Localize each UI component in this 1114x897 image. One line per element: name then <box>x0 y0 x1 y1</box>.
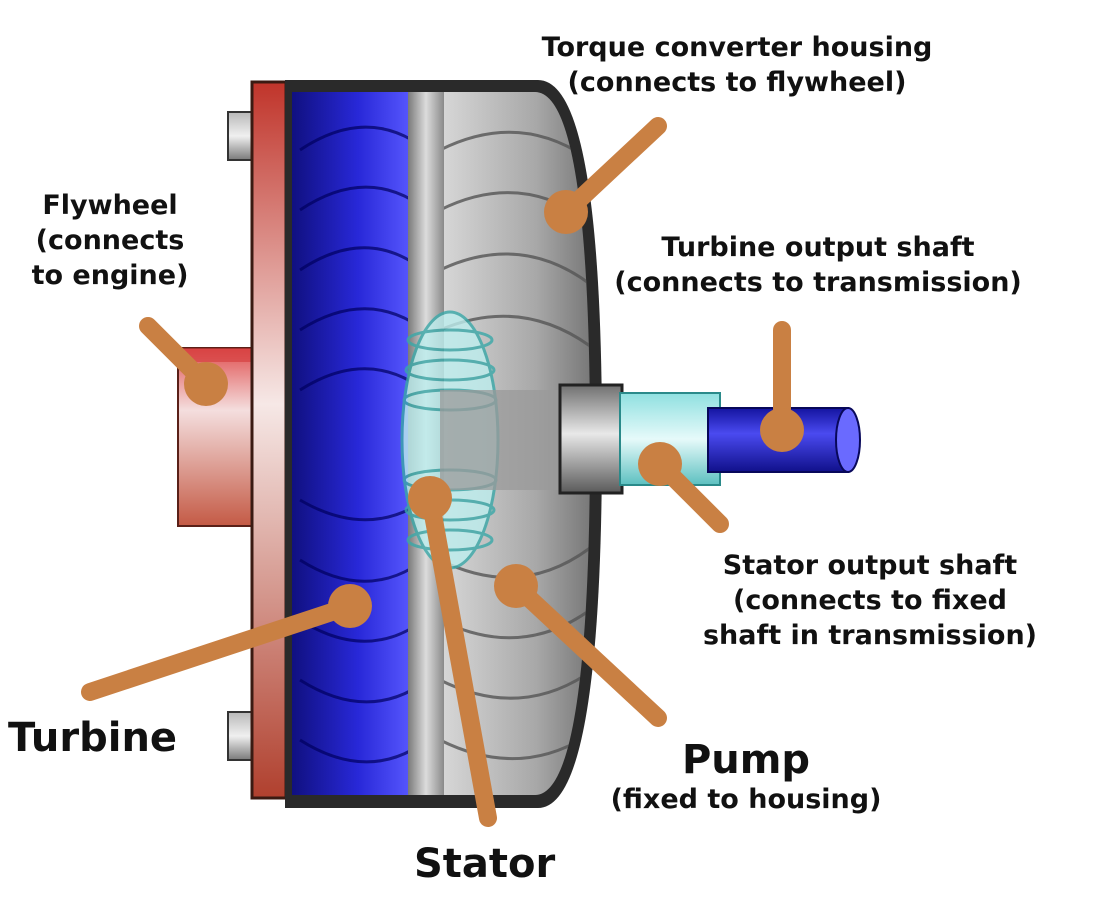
label-housing-line1: Torque converter housing <box>541 32 933 63</box>
flywheel-plate <box>250 80 288 800</box>
leader-dots <box>184 190 804 628</box>
label-turbine-shaft-line1: Turbine output shaft <box>661 232 975 263</box>
label-stator-shaft-line1: Stator output shaft <box>722 550 1018 581</box>
label-flywheel-line3: to engine) <box>31 260 189 292</box>
label-turbine-output-shaft: Turbine output shaft (connects to transm… <box>578 230 1058 300</box>
label-flywheel-line1: Flywheel <box>42 190 178 221</box>
leader-turbine <box>81 597 359 701</box>
leader-stator <box>421 489 497 827</box>
label-pump-name: Pump <box>681 737 811 783</box>
label-turbine-name: Turbine <box>8 715 178 761</box>
label-housing-line2: (connects to flywheel) <box>567 67 907 99</box>
turbine-half <box>292 92 412 795</box>
label-flywheel-line2: (connects <box>35 225 185 257</box>
shaft-collar <box>558 383 624 495</box>
label-turbine-shaft-line2: (connects to transmission) <box>614 267 1022 299</box>
label-stator-name: Stator <box>414 841 556 887</box>
label-stator-shaft-line3: shaft in transmission) <box>702 620 1038 652</box>
label-turbine: Turbine <box>8 716 177 760</box>
label-flywheel: Flywheel (connects to engine) <box>14 188 206 293</box>
label-torque-converter-housing: Torque converter housing (connects to fl… <box>512 30 962 100</box>
label-stator: Stator <box>414 842 555 886</box>
label-stator-output-shaft: Stator output shaft (connects to fixed s… <box>680 548 1060 653</box>
turbine-shaft-end <box>835 407 861 473</box>
label-stator-shaft-line2: (connects to fixed <box>733 585 1007 617</box>
leader-pump <box>507 577 667 727</box>
label-pump-sub: (fixed to housing) <box>610 784 882 815</box>
label-pump: Pump (fixed to housing) <box>586 738 906 817</box>
